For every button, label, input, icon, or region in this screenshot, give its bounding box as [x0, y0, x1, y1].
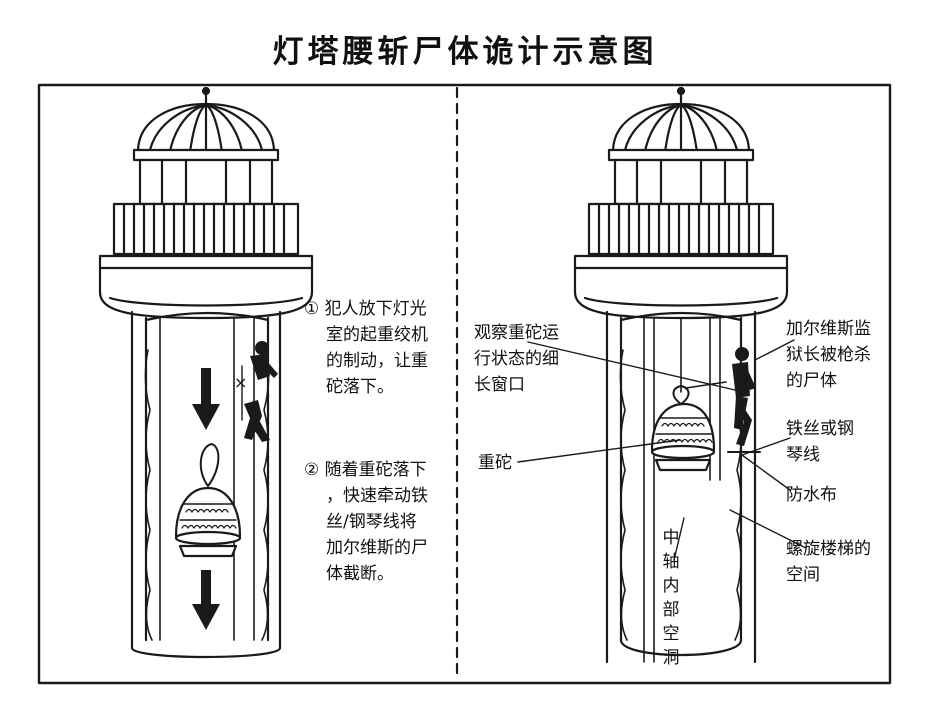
- body-label-line: 加尔维斯监: [786, 319, 871, 339]
- lighthouse-left: ×: [98, 86, 314, 659]
- axis-label: 中 轴 内 部 空 洞: [661, 526, 681, 670]
- lantern-room: [613, 158, 749, 206]
- axis-label-char: 中: [662, 528, 680, 548]
- step-2-line: 加尔维斯的尸: [326, 538, 428, 558]
- window-label: 观察重砣运 行状态的细 长窗口: [474, 320, 559, 398]
- wire-line: [685, 381, 727, 389]
- victim-figure-right: [732, 347, 756, 446]
- stair-label-line: 空间: [786, 565, 820, 585]
- axis-label-char: 内: [662, 576, 680, 596]
- step-1-line: 砣落下。: [326, 377, 394, 397]
- step-2-line: 体截断。: [326, 564, 394, 584]
- arrow-down-icon: [192, 570, 220, 630]
- victim-figure-left: [244, 341, 278, 442]
- tower-body: [130, 310, 282, 659]
- axis-label-char: 部: [662, 600, 680, 620]
- axis-label-char: 空: [662, 624, 680, 644]
- balcony-railing: [112, 202, 300, 256]
- wire-label-line: 铁丝或钢: [786, 419, 854, 439]
- body-label-line: 的尸体: [786, 371, 837, 391]
- lighthouse-right: [573, 86, 789, 664]
- window-label-line: 行状态的细: [474, 349, 559, 369]
- arrow-down-icon: [192, 368, 220, 430]
- step-1-text: ① 犯人放下灯光 室的起重绞机 的制动，让重 砣落下。: [304, 296, 428, 400]
- axis-label-char: 洞: [662, 648, 680, 668]
- gallery-deck: [98, 254, 314, 320]
- lighthouse-dome: [607, 86, 755, 162]
- window-label-line: 长窗口: [474, 375, 525, 395]
- step-1-line: 室的起重绞机: [326, 325, 428, 345]
- stair-label: 螺旋楼梯的 空间: [786, 536, 871, 588]
- tarp-label: 防水布: [786, 485, 837, 505]
- diagram-frame: [37, 83, 892, 685]
- stair-label-line: 螺旋楼梯的: [786, 539, 871, 559]
- step-1-line: ① 犯人放下灯光: [304, 299, 427, 319]
- body-label-line: 狱长被枪杀: [786, 345, 871, 365]
- step-2-line: 丝/钢琴线将: [326, 512, 417, 532]
- counterweight-left: [174, 443, 242, 558]
- step-2-text: ② 随着重砣落下 ，快速牵动铁 丝/钢琴线将 加尔维斯的尸 体截断。: [304, 457, 428, 587]
- leader-lines: [517, 339, 807, 561]
- wire-label-line: 琴线: [786, 445, 820, 465]
- lighthouse-dome: [132, 86, 280, 162]
- balcony-railing: [587, 202, 775, 256]
- step-2-line: ② 随着重砣落下: [304, 460, 427, 480]
- counterweight-right: [650, 385, 716, 472]
- gallery-deck: [573, 254, 789, 320]
- lantern-room: [138, 158, 274, 206]
- body-label: 加尔维斯监 狱长被枪杀 的尸体: [786, 316, 871, 394]
- weight-label: 重砣: [478, 453, 512, 473]
- step-2-line: ，快速牵动铁: [326, 486, 428, 506]
- diagram-title: 灯塔腰斩尸体诡计示意图: [272, 34, 658, 70]
- window-label-line: 观察重砣运: [474, 323, 559, 343]
- wire-label: 铁丝或钢 琴线: [786, 416, 854, 468]
- step-1-line: 的制动，让重: [326, 351, 428, 371]
- axis-label-char: 轴: [662, 552, 680, 572]
- cut-mark-icon: ×: [234, 373, 247, 392]
